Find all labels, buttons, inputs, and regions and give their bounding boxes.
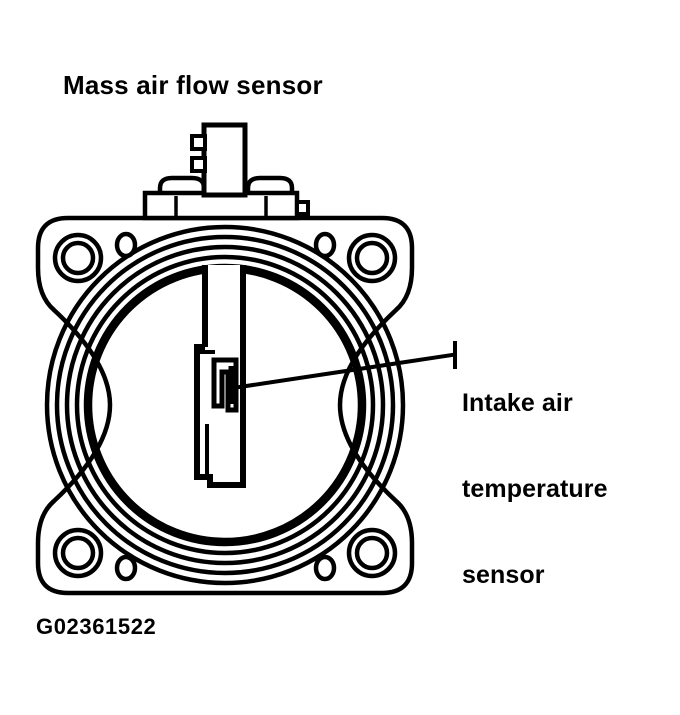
page-title: Mass air flow sensor xyxy=(63,70,323,100)
callout-line-3: sensor xyxy=(462,561,545,589)
bolt-hole-bottom-left xyxy=(52,527,104,579)
figure-id: G02361522 xyxy=(36,614,157,639)
bolt-hole-bottom-right xyxy=(346,527,398,579)
callout-line-1: Intake air xyxy=(462,389,573,417)
locator-hole-top-left xyxy=(114,231,138,259)
callout-leader-line xyxy=(230,341,457,391)
locator-hole-bottom-right xyxy=(313,554,337,582)
locator-hole-top-right xyxy=(313,231,337,259)
intake-air-temperature-sensor-element xyxy=(211,357,239,413)
mounting-bolt-holes xyxy=(52,232,398,579)
callout-label-intake-air-temperature-sensor: Intake air temperature sensor xyxy=(462,341,608,649)
bolt-hole-top-right xyxy=(346,232,398,284)
callout-line-2: temperature xyxy=(462,475,608,503)
mass-air-flow-sensor-housing xyxy=(35,215,415,596)
locator-holes xyxy=(114,231,337,582)
air-bore-rings xyxy=(44,224,406,586)
bolt-hole-top-left xyxy=(52,232,104,284)
locator-hole-bottom-left xyxy=(114,554,138,582)
electrical-connector xyxy=(142,122,310,221)
